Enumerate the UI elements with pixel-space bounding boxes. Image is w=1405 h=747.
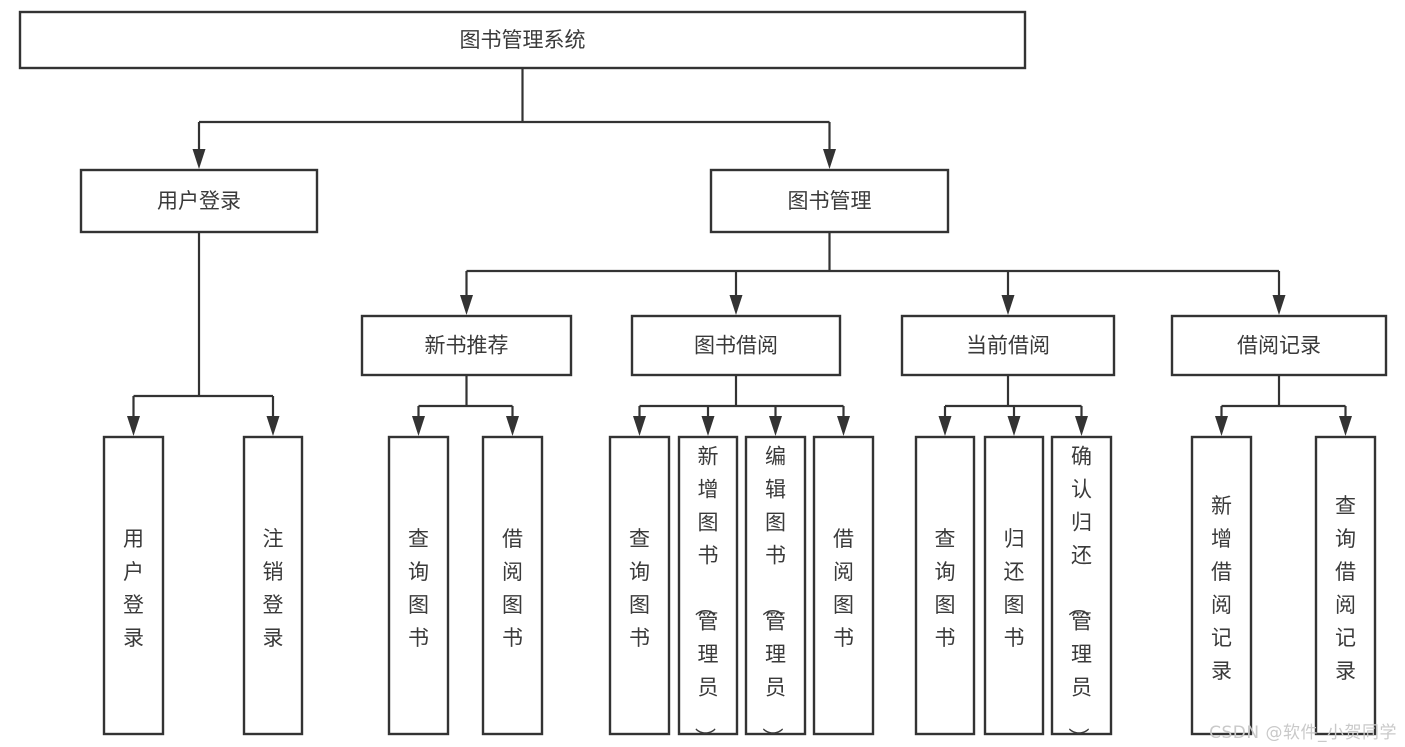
node-label-root: 图书管理系统 (460, 28, 586, 52)
node-label-book-manage: 图书管理 (788, 189, 872, 213)
node-box-leaf-logout[interactable] (242, 435, 304, 736)
node-box-leaf-borrow-book-1[interactable] (481, 435, 544, 736)
node-leaf-query-book-2[interactable]: 查询图书 (608, 435, 671, 736)
node-box-borrow-record[interactable] (1170, 314, 1388, 377)
connector-group-root (192, 68, 836, 169)
node-box-leaf-user-login[interactable] (102, 435, 165, 736)
node-layer: 图书管理系统用户登录图书管理新书推荐图书借阅当前借阅借阅记录用户登录注销登录查询… (18, 10, 1388, 747)
node-label-leaf-query-book-2: 查询图书 (629, 527, 650, 650)
node-label-leaf-logout: 注销登录 (263, 527, 284, 650)
node-label-book-borrow: 图书借阅 (694, 334, 778, 358)
node-leaf-query-book-1[interactable]: 查询图书 (387, 435, 450, 736)
node-current-borrow[interactable]: 当前借阅 (900, 314, 1116, 377)
node-borrow-record[interactable]: 借阅记录 (1170, 314, 1388, 377)
node-leaf-query-record[interactable]: 查询借阅记录 (1314, 435, 1377, 736)
node-label-user-login: 用户登录 (157, 189, 241, 213)
node-user-login[interactable]: 用户登录 (79, 168, 319, 234)
node-box-leaf-confirm-return[interactable] (1050, 435, 1113, 736)
node-label-new-book-recommend: 新书推荐 (425, 334, 509, 358)
node-leaf-edit-book[interactable]: 编辑图书（管理员） (744, 435, 807, 747)
connector-group-current-borrow (938, 375, 1088, 436)
node-leaf-query-book-3[interactable]: 查询图书 (914, 435, 976, 736)
connector-group-book-manage (460, 232, 1286, 315)
node-label-leaf-borrow-book-2: 借阅图书 (833, 527, 854, 650)
node-label-leaf-add-record: 新增借阅记录 (1211, 494, 1232, 683)
node-box-leaf-query-book-1[interactable] (387, 435, 450, 736)
node-box-leaf-add-record[interactable] (1190, 435, 1253, 736)
node-box-root[interactable] (18, 10, 1027, 70)
node-box-leaf-edit-book[interactable] (744, 435, 807, 736)
node-label-leaf-return-book: 归还图书 (1004, 527, 1025, 650)
node-leaf-add-book[interactable]: 新增图书（管理员） (677, 435, 739, 747)
node-box-leaf-borrow-book-2[interactable] (812, 435, 875, 736)
node-label-leaf-confirm-return: 确认归还（管理员） (1066, 444, 1092, 747)
node-box-book-borrow[interactable] (630, 314, 842, 377)
node-leaf-logout[interactable]: 注销登录 (242, 435, 304, 736)
node-book-borrow[interactable]: 图书借阅 (630, 314, 842, 377)
node-label-leaf-edit-book: 编辑图书（管理员） (760, 444, 786, 747)
node-label-leaf-query-book-1: 查询图书 (408, 527, 429, 650)
connector-layer (127, 68, 1352, 436)
node-label-leaf-query-record: 查询借阅记录 (1335, 494, 1356, 683)
node-leaf-add-record[interactable]: 新增借阅记录 (1190, 435, 1253, 736)
connector-group-user-login (127, 232, 280, 436)
node-box-leaf-return-book[interactable] (983, 435, 1045, 736)
node-book-manage[interactable]: 图书管理 (709, 168, 950, 234)
node-label-leaf-query-book-3: 查询图书 (935, 527, 956, 650)
node-leaf-return-book[interactable]: 归还图书 (983, 435, 1045, 736)
node-label-leaf-add-book: 新增图书（管理员） (693, 444, 719, 747)
node-leaf-confirm-return[interactable]: 确认归还（管理员） (1050, 435, 1113, 747)
node-box-leaf-query-book-2[interactable] (608, 435, 671, 736)
node-root[interactable]: 图书管理系统 (18, 10, 1027, 70)
node-new-book-recommend[interactable]: 新书推荐 (360, 314, 573, 377)
node-box-user-login[interactable] (79, 168, 319, 234)
watermark-label: CSDN @软件_小贺同学 (1209, 723, 1397, 743)
node-box-current-borrow[interactable] (900, 314, 1116, 377)
node-box-leaf-query-book-3[interactable] (914, 435, 976, 736)
node-label-leaf-user-login: 用户登录 (123, 527, 144, 650)
node-label-borrow-record: 借阅记录 (1237, 334, 1321, 358)
node-leaf-borrow-book-2[interactable]: 借阅图书 (812, 435, 875, 736)
node-leaf-borrow-book-1[interactable]: 借阅图书 (481, 435, 544, 736)
node-label-leaf-borrow-book-1: 借阅图书 (502, 527, 523, 650)
node-box-book-manage[interactable] (709, 168, 950, 234)
connector-group-book-borrow (633, 375, 850, 436)
node-box-leaf-query-record[interactable] (1314, 435, 1377, 736)
connector-group-borrow-record (1215, 375, 1352, 436)
connector-group-new-book-recommend (412, 375, 519, 436)
node-leaf-user-login[interactable]: 用户登录 (102, 435, 165, 736)
node-label-current-borrow: 当前借阅 (966, 334, 1050, 358)
node-box-new-book-recommend[interactable] (360, 314, 573, 377)
node-box-leaf-add-book[interactable] (677, 435, 739, 736)
